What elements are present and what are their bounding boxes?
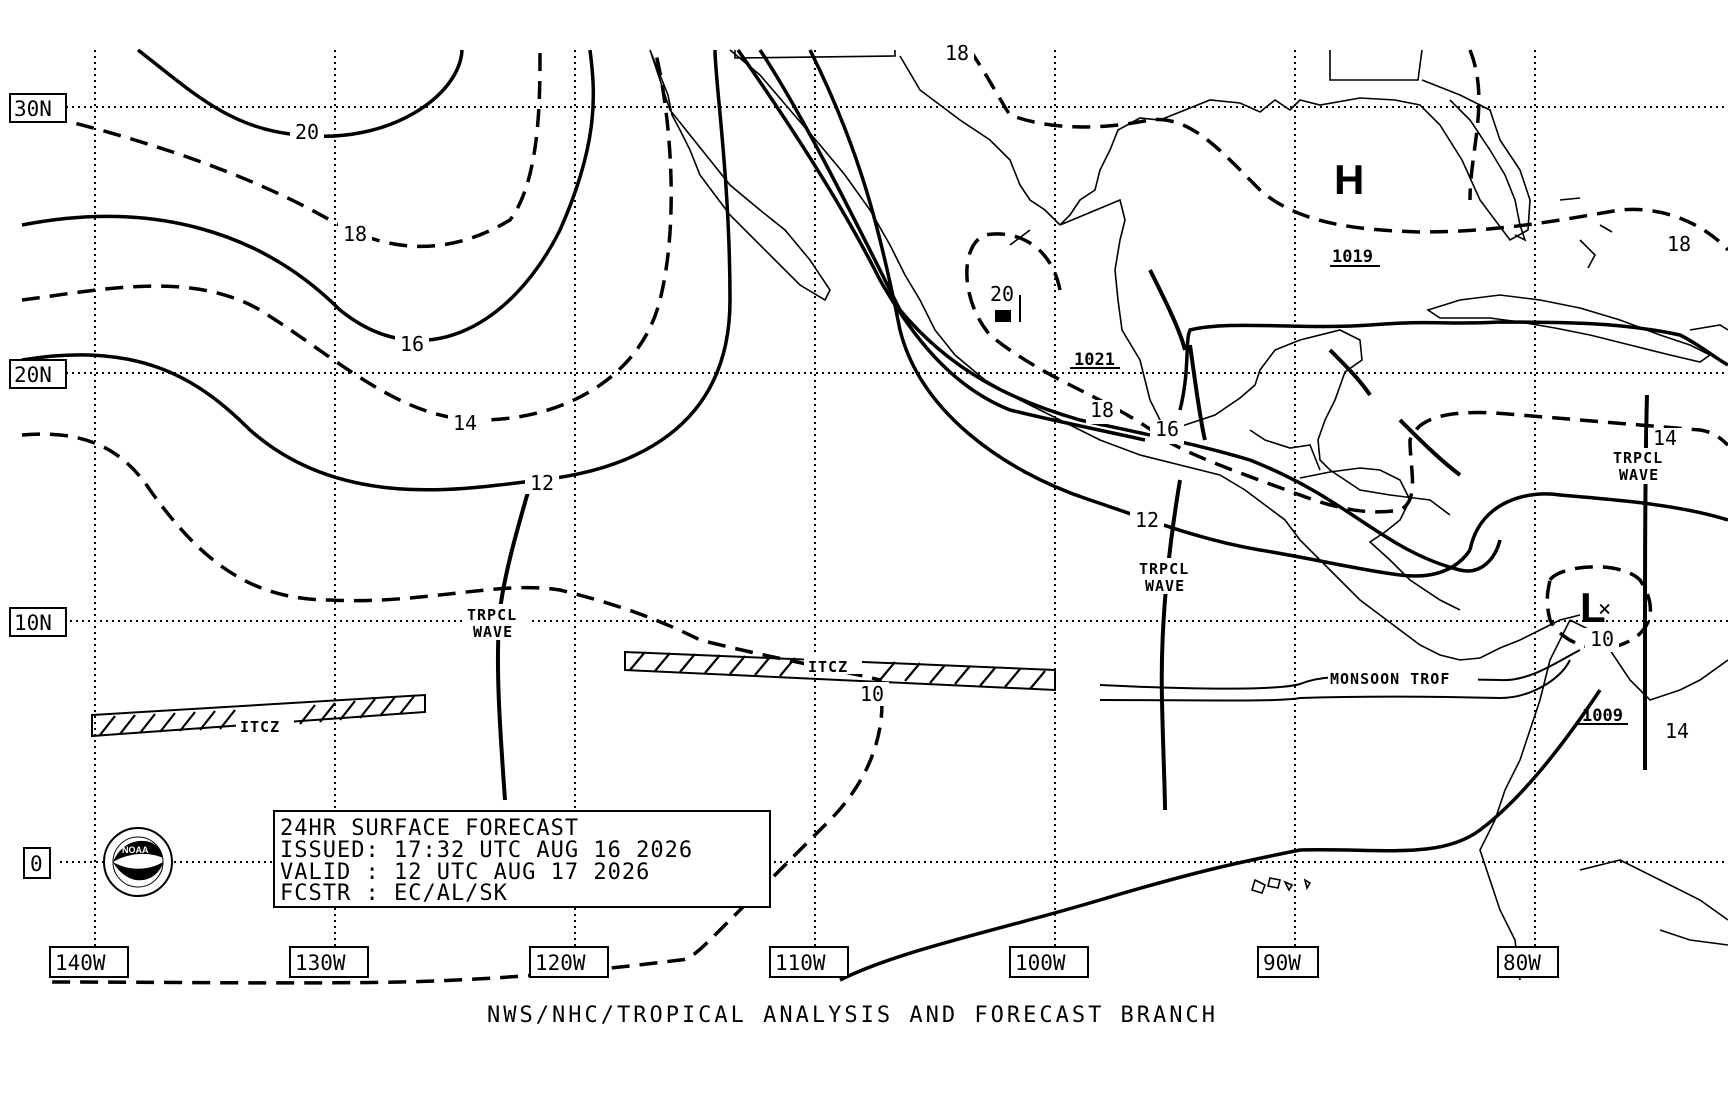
latitude-labels: 30N 20N 10N 0 [9, 93, 67, 879]
monsoon-trough-label: MONSOON TROF [1330, 670, 1450, 688]
info-forecaster: FCSTR : EC/AL/SK [280, 881, 508, 906]
isobar-label: 18 [343, 222, 367, 246]
isobar-label: 10 [1590, 627, 1614, 651]
forecast-info-box: 24HR SURFACE FORECAST ISSUED: 17:32 UTC … [273, 810, 771, 908]
high-pressure-symbol: H [1334, 156, 1364, 203]
lon-label-100w: 100W [1015, 951, 1066, 975]
isobar-label: 16 [400, 332, 424, 356]
isobar-label: 14 [453, 411, 477, 435]
lon-label-90w: 90W [1263, 951, 1301, 975]
low-pressure-symbol: L [1580, 584, 1606, 631]
lon-label-110w: 110W [775, 951, 826, 975]
info-valid: VALID : 12 UTC AUG 17 2026 [280, 860, 650, 885]
coastlines [649, 49, 1728, 981]
lon-label-130w: 130W [295, 951, 346, 975]
lat-label-10n: 10N [14, 611, 52, 635]
isobar-label: 18 [1090, 398, 1114, 422]
isobar-label: 20 [990, 282, 1014, 306]
svg-text:WAVE: WAVE [1619, 466, 1659, 484]
low-pressure-value: 1009 [1582, 706, 1623, 726]
svg-text:WAVE: WAVE [1145, 577, 1185, 595]
lat-label-30n: 30N [14, 97, 52, 121]
isobar-label: 18 [1667, 232, 1691, 256]
info-title: 24HR SURFACE FORECAST [280, 816, 579, 841]
pressure-value-1021: 1021 [1074, 350, 1115, 370]
isobar-labels: 20 18 16 14 12 10 18 16 14 12 18 20 18 1… [290, 41, 1696, 743]
noaa-logo: NOAA [103, 827, 173, 897]
tropical-waves [495, 269, 1649, 811]
itcz-label-central: ITCZ [808, 658, 848, 676]
itcz-hatched-zones [91, 649, 1581, 738]
isobar-label: 12 [530, 471, 554, 495]
footer-credit: NWS/NHC/TROPICAL ANALYSIS AND FORECAST B… [487, 1003, 1218, 1028]
pressure-centers: H 1019 L × 1009 1021 [995, 156, 1628, 726]
lat-label-0: 0 [30, 852, 43, 876]
isobar-label: 20 [295, 120, 319, 144]
trpcl-wave-label-80w: TRPCL [1613, 449, 1663, 467]
isobar-label: 14 [1665, 719, 1689, 743]
feature-labels: ITCZ ITCZ TRPCL WAVE TRPCL WAVE TRPCL WA… [236, 448, 1676, 736]
info-issued: ISSUED: 17:32 UTC AUG 16 2026 [280, 838, 693, 863]
lat-label-20n: 20N [14, 363, 52, 387]
high-pressure-value: 1019 [1332, 247, 1373, 267]
svg-text:WAVE: WAVE [473, 623, 513, 641]
lon-label-140w: 140W [55, 951, 106, 975]
itcz-label-west: ITCZ [240, 718, 280, 736]
lon-label-120w: 120W [535, 951, 586, 975]
trpcl-wave-label-95w: TRPCL [1139, 560, 1189, 578]
isobar-label: 18 [945, 41, 969, 65]
trpcl-wave-label-120w: TRPCL [467, 606, 517, 624]
isobar-label: 12 [1135, 508, 1159, 532]
lon-label-80w: 80W [1503, 951, 1541, 975]
isobar-label: 16 [1155, 417, 1179, 441]
isobar-label: 14 [1653, 426, 1677, 450]
svg-text:×: × [1598, 597, 1611, 622]
longitude-labels: 140W 130W 120W 110W 100W 90W 80W [49, 946, 1559, 978]
noaa-logo-text: NOAA [122, 845, 149, 855]
isobar-label: 10 [860, 682, 884, 706]
